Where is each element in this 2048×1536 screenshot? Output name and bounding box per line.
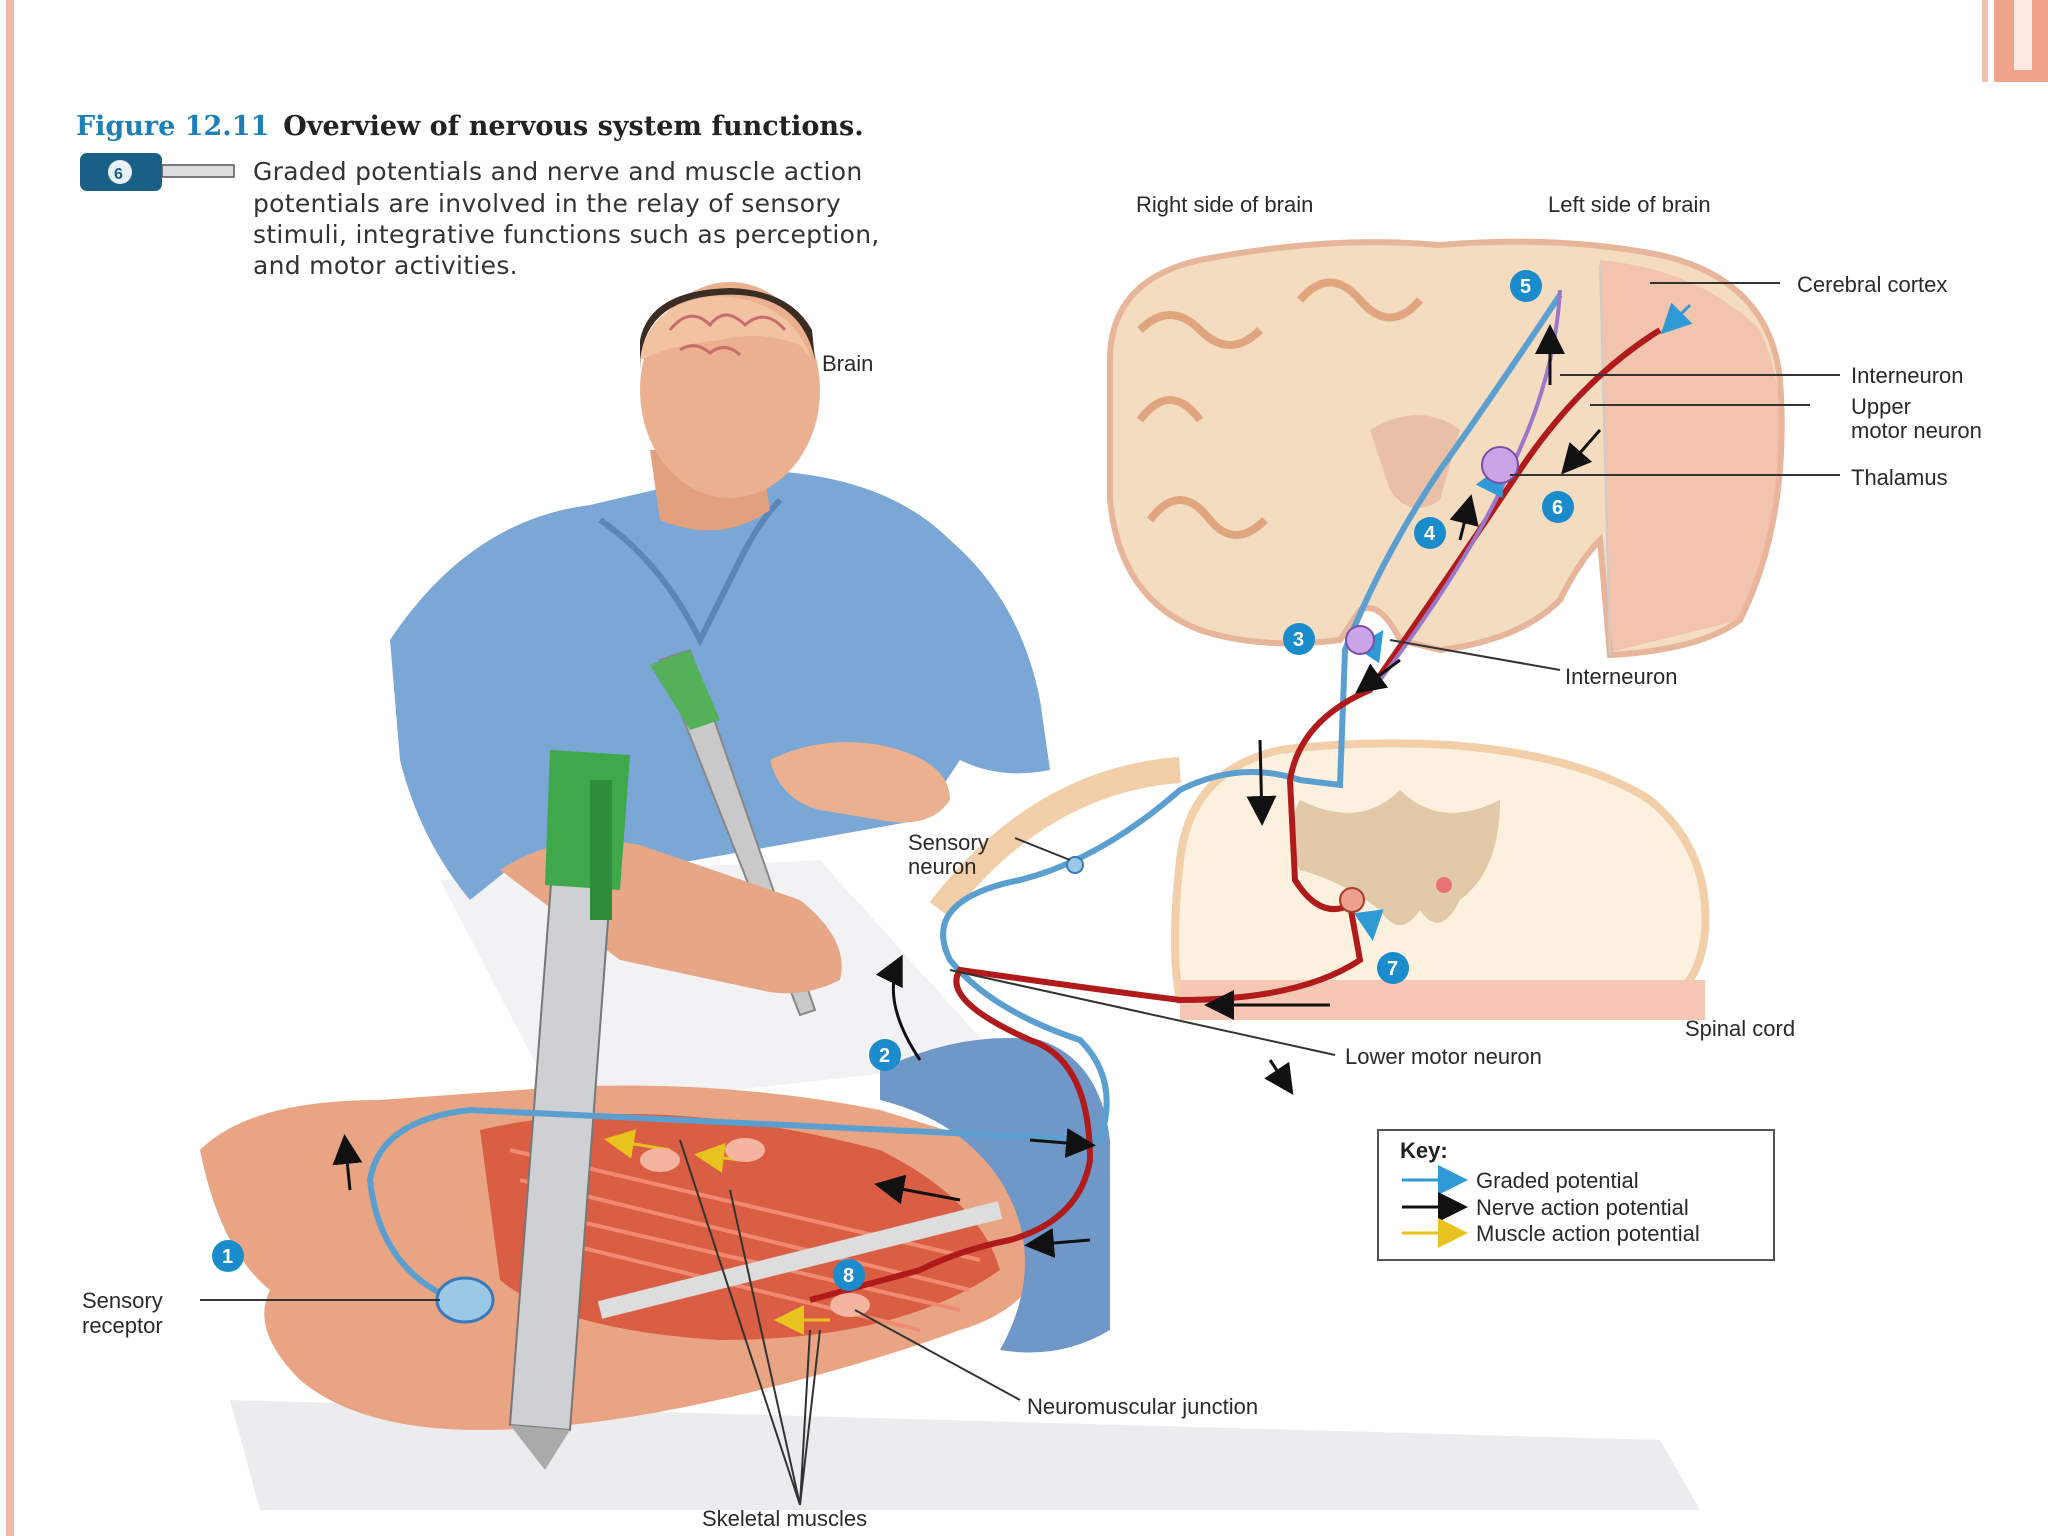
svg-text:4: 4: [1424, 523, 1436, 545]
paper-sheet: [230, 1400, 1700, 1510]
legend-key: Key: Graded potential Nerve action poten…: [1377, 1129, 1775, 1261]
key-item-muscle-action-potential: Muscle action potential: [1402, 1218, 1700, 1248]
svg-text:5: 5: [1520, 276, 1531, 298]
caption-line-1: Graded potentials and nerve and muscle a…: [253, 157, 863, 186]
label-sensory-receptor-2: receptor: [82, 1313, 163, 1338]
key-title: Key:: [1400, 1138, 1448, 1163]
key-item-graded-potential: Graded potential: [1402, 1165, 1639, 1195]
svg-text:7: 7: [1387, 958, 1398, 980]
step-badge-3: 3: [1283, 623, 1315, 655]
label-cerebral-cortex: Cerebral cortex: [1797, 272, 1947, 297]
media-icon: 6: [80, 153, 235, 191]
svg-text:3: 3: [1293, 629, 1304, 651]
svg-text:6: 6: [1552, 497, 1563, 519]
figure-title-text: Overview of nervous system functions.: [283, 111, 863, 142]
svg-text:8: 8: [843, 1265, 854, 1287]
corner-decoration: [1970, 0, 2048, 82]
step-badge-7: 7: [1377, 952, 1409, 984]
step-badge-1: 1: [212, 1240, 244, 1272]
label-interneuron-top: Interneuron: [1851, 363, 1964, 388]
brain-coronal-section: [1107, 238, 1785, 659]
label-thalamus: Thalamus: [1851, 465, 1948, 490]
step-badge-4: 4: [1414, 517, 1446, 549]
step-badge-8: 8: [833, 1259, 865, 1291]
neural-pathways: [332, 289, 1693, 1335]
spinal-cord-section: [929, 739, 1710, 1020]
label-neuromuscular-junction: Neuromuscular junction: [1027, 1394, 1258, 1419]
step-badges: 1 2 3 4 5 6 7 8: [212, 270, 1574, 1291]
step-badge-2: 2: [869, 1039, 901, 1071]
svg-text:1: 1: [222, 1246, 233, 1268]
figure-number: Figure 12.11: [76, 111, 269, 142]
key-item-nerve-action-potential: Nerve action potential: [1402, 1192, 1689, 1222]
label-lower-motor-neuron: Lower motor neuron: [1345, 1044, 1542, 1069]
figure-caption: Graded potentials and nerve and muscle a…: [253, 157, 880, 280]
step-badge-5: 5: [1510, 270, 1542, 302]
leader-lines: [200, 282, 1840, 1506]
label-interneuron-mid: Interneuron: [1565, 664, 1678, 689]
label-right-side-brain: Right side of brain: [1136, 192, 1313, 217]
figure-title: Figure 12.11 Overview of nervous system f…: [76, 111, 864, 142]
anatomical-labels: Right side of brain Left side of brain C…: [82, 192, 1982, 1531]
caption-line-3: stimuli, integrative functions such as p…: [253, 220, 880, 249]
key-label-nerve: Nerve action potential: [1476, 1195, 1689, 1220]
label-sensory-neuron-2: neuron: [908, 854, 977, 879]
label-spinal-cord: Spinal cord: [1685, 1016, 1795, 1041]
slide-border: [6, 0, 14, 1536]
label-sensory-neuron-1: Sensory: [908, 830, 989, 855]
pen-illustration: [508, 750, 630, 1470]
label-sensory-receptor-1: Sensory: [82, 1288, 163, 1313]
caption-line-4: and motor activities.: [253, 251, 518, 280]
hand-muscle-illustration: [200, 1038, 1110, 1430]
step-badge-6: 6: [1542, 491, 1574, 523]
label-left-side-brain: Left side of brain: [1548, 192, 1711, 217]
sensory-receptor-shape: [435, 1276, 495, 1324]
label-skeletal-muscles: Skeletal muscles: [702, 1506, 867, 1531]
key-label-muscle: Muscle action potential: [1476, 1221, 1700, 1246]
key-label-graded: Graded potential: [1476, 1168, 1639, 1193]
svg-text:6: 6: [114, 166, 123, 183]
svg-text:2: 2: [879, 1045, 890, 1067]
label-upper-motor-2: motor neuron: [1851, 418, 1982, 443]
label-brain: Brain: [822, 351, 873, 376]
label-upper-motor-1: Upper: [1851, 394, 1911, 419]
caption-line-2: potentials are involved in the relay of …: [253, 189, 841, 218]
